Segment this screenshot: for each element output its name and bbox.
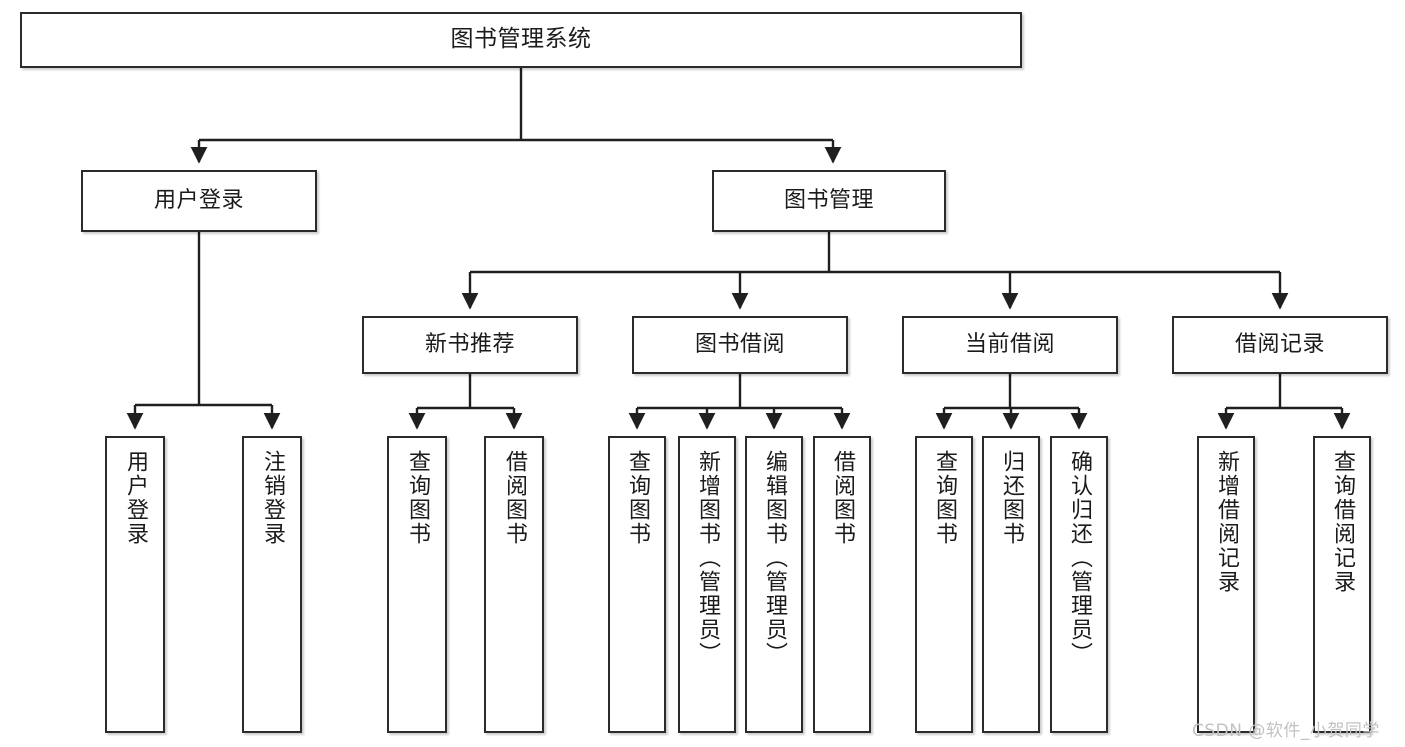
node-label: 编辑图书（管理员） bbox=[762, 450, 787, 666]
node-label: 新增借阅记录 bbox=[1214, 450, 1239, 594]
node-label: 当前借阅 bbox=[964, 331, 1055, 357]
leaf-query-book-borrow[interactable]: 查询图书 bbox=[608, 436, 666, 733]
node-label: 归还图书 bbox=[999, 450, 1024, 546]
node-label: 查询图书 bbox=[625, 450, 650, 546]
node-label: 图书借阅 bbox=[694, 331, 785, 357]
node-label: 查询图书 bbox=[932, 450, 957, 546]
leaf-edit-book-admin[interactable]: 编辑图书（管理员） bbox=[745, 436, 803, 733]
node-label: 借阅图书 bbox=[830, 450, 855, 546]
leaf-query-borrow-record[interactable]: 查询借阅记录 bbox=[1313, 436, 1371, 733]
leaf-return-book[interactable]: 归还图书 bbox=[982, 436, 1040, 733]
leaf-user-login[interactable]: 用户登录 bbox=[105, 436, 165, 733]
leaf-query-book-current[interactable]: 查询图书 bbox=[915, 436, 973, 733]
node-label: 用户登录 bbox=[123, 450, 148, 546]
node-current-borrow[interactable]: 当前借阅 bbox=[902, 316, 1118, 374]
leaf-add-book-admin[interactable]: 新增图书（管理员） bbox=[678, 436, 736, 733]
node-label: 新书推荐 bbox=[424, 331, 515, 357]
node-label: 用户登录 bbox=[153, 187, 244, 213]
leaf-confirm-return-admin[interactable]: 确认归还（管理员） bbox=[1050, 436, 1108, 733]
node-label: 图书管理系统 bbox=[450, 26, 592, 53]
node-label: 注销登录 bbox=[260, 450, 285, 546]
node-book-borrow[interactable]: 图书借阅 bbox=[632, 316, 848, 374]
node-label: 借阅记录 bbox=[1234, 331, 1325, 357]
leaf-borrow-book[interactable]: 借阅图书 bbox=[813, 436, 871, 733]
node-label: 新增图书（管理员） bbox=[695, 450, 720, 666]
node-user-login[interactable]: 用户登录 bbox=[81, 170, 317, 232]
node-new-book-recommend[interactable]: 新书推荐 bbox=[362, 316, 578, 374]
node-label: 查询借阅记录 bbox=[1330, 450, 1355, 594]
node-label: 图书管理 bbox=[783, 187, 874, 213]
leaf-query-book-recommend[interactable]: 查询图书 bbox=[387, 436, 447, 733]
node-label: 查询图书 bbox=[405, 450, 430, 546]
watermark-text: CSDN @软件_小贺同学 bbox=[1192, 721, 1380, 741]
node-label: 借阅图书 bbox=[502, 450, 527, 546]
node-root-system[interactable]: 图书管理系统 bbox=[20, 12, 1022, 68]
leaf-borrow-book-recommend[interactable]: 借阅图书 bbox=[484, 436, 544, 733]
node-label: 确认归还（管理员） bbox=[1067, 450, 1092, 666]
leaf-add-borrow-record[interactable]: 新增借阅记录 bbox=[1197, 436, 1255, 733]
node-book-manage[interactable]: 图书管理 bbox=[712, 170, 946, 232]
node-borrow-records[interactable]: 借阅记录 bbox=[1172, 316, 1388, 374]
leaf-logout[interactable]: 注销登录 bbox=[242, 436, 302, 733]
